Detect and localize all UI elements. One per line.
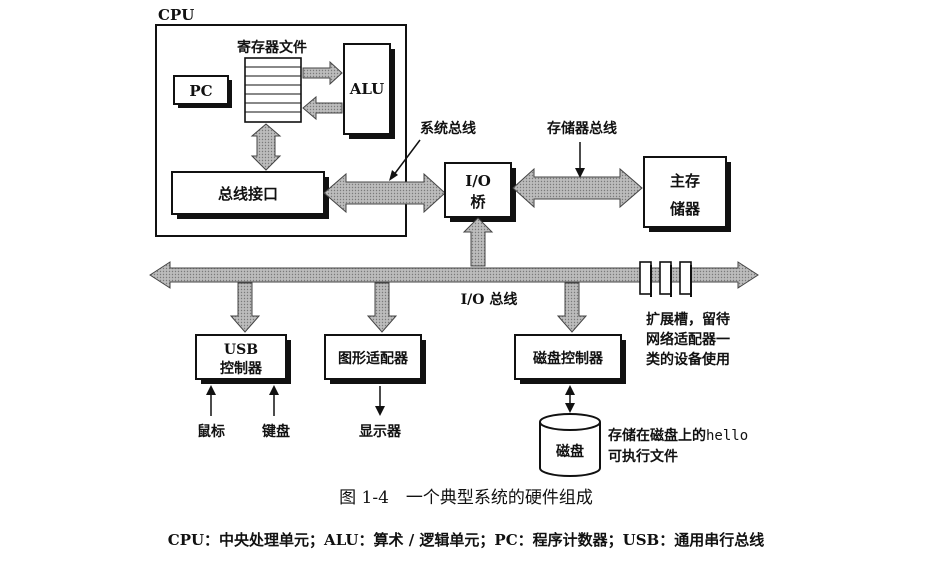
- disk-link-head-up: [565, 385, 575, 395]
- disk-note-line2: 可执行文件: [608, 448, 678, 465]
- system-bus-label: 系统总线: [420, 120, 476, 137]
- register-file: [244, 57, 302, 123]
- disk-label: 磁盘: [556, 443, 584, 460]
- io-bridge-line1: I/O: [465, 172, 491, 190]
- bridge-io-bus-arrow: [462, 217, 494, 267]
- system-bus: [323, 172, 446, 214]
- disk-note-line1: 存储在磁盘上的hello: [608, 427, 748, 444]
- main-memory-line2: 储器: [670, 200, 701, 218]
- mouse-arrow-head: [206, 385, 216, 395]
- cpu-label: CPU: [158, 6, 194, 24]
- memory-bus-pointer-head: [575, 168, 585, 178]
- bus-interface: 总线接口: [171, 171, 329, 219]
- io-bridge-line2: 桥: [470, 193, 486, 211]
- graphics-label: 图形适配器: [338, 350, 409, 367]
- main-memory-line1: 主存: [670, 172, 700, 190]
- mouse-label: 鼠标: [197, 423, 225, 440]
- memory-bus-label: 存储器总线: [547, 120, 617, 137]
- io-bus: [149, 261, 759, 289]
- usb-controller: USB 控制器: [195, 334, 291, 384]
- disk-controller-label: 磁盘控制器: [533, 350, 604, 367]
- graphics-adapter: 图形适配器: [324, 334, 426, 384]
- bus-interface-label: 总线接口: [218, 185, 278, 203]
- main-memory: 主存 储器: [643, 156, 731, 232]
- expansion-slots: [639, 261, 692, 297]
- alu-to-regfile-arrow: [302, 95, 343, 121]
- register-file-label: 寄存器文件: [237, 39, 307, 56]
- memory-bus: [512, 167, 643, 209]
- bus-to-graphics-arrow: [366, 282, 398, 333]
- display-arrow-head: [375, 406, 385, 416]
- figure-caption: 图 1-4 一个典型系统的硬件组成: [339, 488, 593, 508]
- expansion-line1: 扩展槽，留待: [646, 311, 730, 328]
- abbreviation-legend: CPU：中央处理单元；ALU：算术 / 逻辑单元；PC：程序计数器；USB：通用…: [168, 531, 764, 549]
- expansion-line3: 类的设备使用: [646, 351, 730, 368]
- keyboard-arrow-head: [269, 385, 279, 395]
- disk-link-head-down: [565, 403, 575, 413]
- io-bridge: I/O 桥: [444, 162, 516, 222]
- expansion-line2: 网络适配器一: [646, 331, 730, 348]
- regfile-to-alu-arrow: [302, 60, 343, 86]
- system-bus-pointer: [392, 139, 421, 177]
- alu-label: ALU: [349, 80, 384, 98]
- system-bus-pointer-head: [389, 170, 398, 181]
- cpu-chip-frame: [155, 24, 407, 237]
- regfile-bus-interface-arrow: [250, 123, 282, 171]
- io-bus-label: I/O 总线: [461, 291, 518, 308]
- pc-label: PC: [189, 82, 212, 100]
- usb-line2: 控制器: [220, 360, 263, 377]
- disk-controller: 磁盘控制器: [514, 334, 626, 384]
- disk: 磁盘: [539, 413, 601, 477]
- display-label: 显示器: [359, 424, 402, 440]
- usb-line1: USB: [224, 342, 258, 358]
- bus-to-usb-arrow: [229, 282, 261, 333]
- alu-unit: ALU: [343, 43, 395, 139]
- bus-to-disk-controller-arrow: [556, 282, 588, 333]
- pc-register: PC: [173, 75, 232, 108]
- keyboard-label: 键盘: [261, 423, 290, 440]
